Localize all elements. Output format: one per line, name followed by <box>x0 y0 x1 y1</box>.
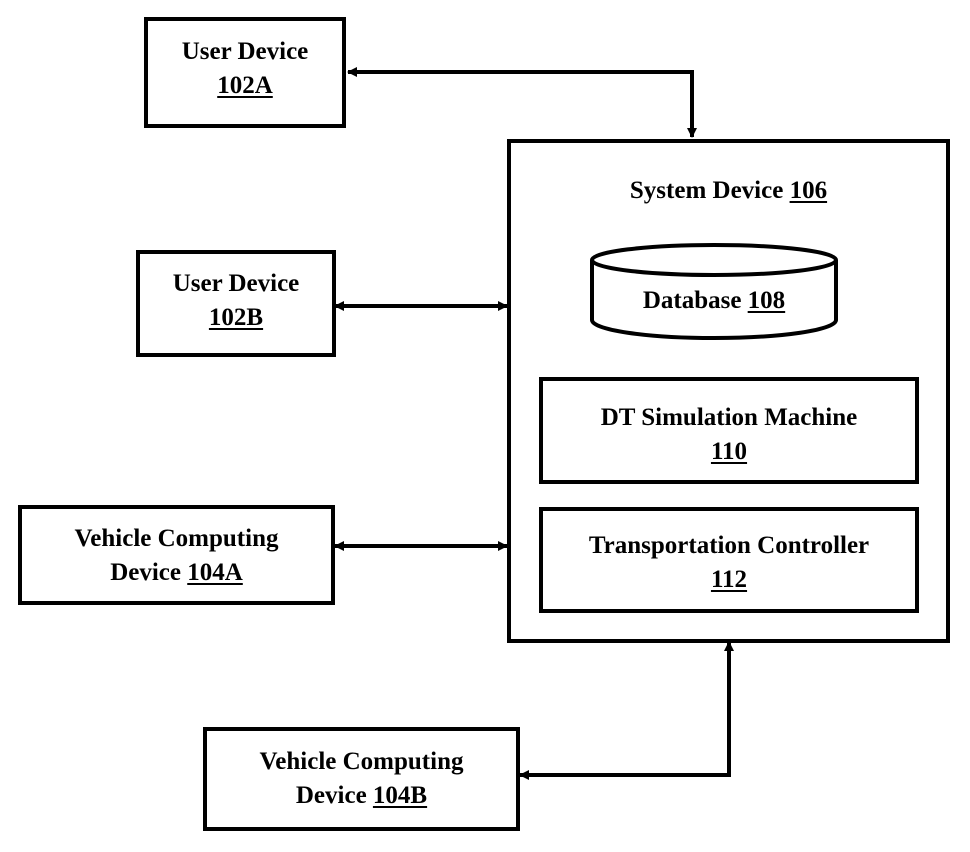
user-device-102a-ref: 102A <box>217 72 273 99</box>
dt-simulation-110-title: DT Simulation Machine <box>600 404 858 431</box>
vehicle-device-104b-ref: 104B <box>372 782 428 809</box>
vehicle-device-104b-label: Vehicle Computing Device 104B <box>207 745 516 813</box>
connector-102a-106 <box>347 67 697 138</box>
connector-104b-106 <box>519 641 734 780</box>
vehicle-device-104b-line2: Device <box>295 782 373 809</box>
user-device-102b-ref: 102B <box>208 304 264 331</box>
dt-simulation-110-box: DT Simulation Machine 110 <box>539 377 919 484</box>
system-device-106-ref: 106 <box>789 177 828 204</box>
user-device-102a-title: User Device <box>181 38 309 65</box>
vehicle-device-104b-box: Vehicle Computing Device 104B <box>203 727 520 831</box>
transportation-controller-112-label: Transportation Controller 112 <box>543 529 915 597</box>
database-cylinder-icon <box>590 243 838 340</box>
system-device-106-title: System Device 106 <box>511 174 946 208</box>
user-device-102b-box: User Device 102B <box>136 250 336 357</box>
user-device-102a-box: User Device 102A <box>144 17 346 128</box>
database-108-label: Database 108 <box>588 284 840 318</box>
vehicle-device-104b-line1: Vehicle Computing <box>259 748 464 775</box>
database-108-ref: 108 <box>747 287 786 314</box>
vehicle-device-104a-label: Vehicle Computing Device 104A <box>22 522 331 590</box>
dt-simulation-110-label: DT Simulation Machine 110 <box>543 401 915 469</box>
vehicle-device-104a-ref: 104A <box>187 559 243 586</box>
vehicle-device-104a-box: Vehicle Computing Device 104A <box>18 505 335 605</box>
vehicle-device-104a-line2: Device <box>110 559 188 586</box>
user-device-102a-label: User Device 102A <box>148 35 342 103</box>
dt-simulation-110-ref: 110 <box>710 438 748 465</box>
database-108-title: Database <box>642 287 748 314</box>
user-device-102b-title: User Device <box>172 270 300 297</box>
user-device-102b-label: User Device 102B <box>140 267 332 335</box>
transportation-controller-112-ref: 112 <box>710 566 748 593</box>
vehicle-device-104a-line1: Vehicle Computing <box>74 525 279 552</box>
transportation-controller-112-title: Transportation Controller <box>588 532 870 559</box>
transportation-controller-112-box: Transportation Controller 112 <box>539 507 919 613</box>
system-device-106-label: System Device <box>629 177 790 204</box>
